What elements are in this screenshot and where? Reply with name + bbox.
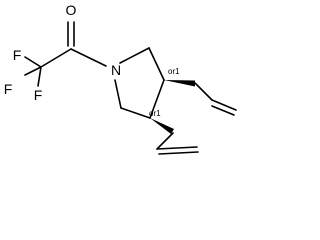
cf-bond-lower <box>37 66 42 87</box>
bonds <box>24 21 237 155</box>
oxygen-atom-label: O <box>66 2 77 18</box>
wedge-bond-lower <box>150 118 174 134</box>
fluorine-left-label: F <box>4 81 13 97</box>
atom-labels: O N F F F <box>4 2 121 103</box>
ring-bond-ch2-n <box>114 79 122 109</box>
wedge-bond-upper <box>164 80 195 87</box>
vinyl-upper-double-b <box>211 105 235 116</box>
cf-bond-upper <box>24 56 42 68</box>
cf-bond-left <box>24 66 42 76</box>
chemical-structure: O N F F F or1 or1 <box>4 2 237 155</box>
stereo-label-upper: or1 <box>168 67 180 76</box>
vinyl-upper-double-a <box>211 99 237 111</box>
carbonyl-cf3-bond <box>40 48 72 68</box>
fluorine-upper-label: F <box>13 47 22 63</box>
nitrogen-atom-label: N <box>111 62 121 78</box>
vinyl-lower-single <box>156 132 174 150</box>
carbonyl-n-bond <box>70 48 107 67</box>
vinyl-lower-double-a <box>156 146 198 150</box>
vinyl-lower-double-b <box>158 151 199 155</box>
ring-bond-ch2-ch-upper <box>148 47 165 81</box>
fluorine-lower-label: F <box>34 87 43 103</box>
ring-bond-ch-ch <box>149 79 165 119</box>
ring-bond-n-ch2-upper <box>119 47 150 64</box>
stereo-labels: or1 or1 <box>149 67 180 118</box>
vinyl-upper-single <box>194 82 213 101</box>
stereo-bonds <box>150 80 195 134</box>
ring-bond-ch-ch2-lower <box>120 107 151 119</box>
stereo-label-lower: or1 <box>149 109 161 118</box>
